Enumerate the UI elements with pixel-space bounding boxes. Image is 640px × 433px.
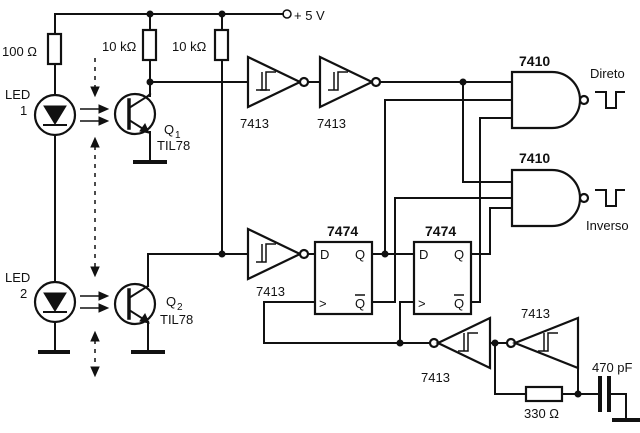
nand-gate-1-label: 7410: [519, 53, 550, 69]
supply-rail: [54, 9, 292, 35]
resistor-led1: [46, 32, 63, 66]
nand-gate-2: [510, 168, 590, 228]
flip-flop-2: [412, 240, 473, 316]
channel2-input-wires: [147, 59, 249, 258]
ff2-q-pin: Q: [454, 247, 464, 262]
q2-subscript: 2: [177, 302, 183, 313]
osc-buffer-2-label: 7413: [521, 306, 550, 321]
schmitt-buffer-2: [318, 55, 382, 109]
output-inverse-label: Inverso: [586, 218, 629, 233]
buffer-1-label: 7413: [240, 116, 269, 131]
ff2-qbar-wire: [470, 117, 513, 303]
phototransistor-q2: [113, 253, 165, 354]
supply-label: + 5 V: [294, 8, 325, 23]
schmitt-buffer-3: [246, 227, 310, 281]
ff1-d-pin: D: [320, 247, 329, 262]
schmitt-inverter-osc-2: [505, 316, 580, 370]
q2-name: Q: [166, 294, 176, 309]
ff1-clk-pin: >: [319, 296, 327, 311]
flip-flop-1: [313, 240, 374, 316]
resistor-q1: [141, 28, 158, 62]
resistor-q1-label: 10 kΩ: [102, 39, 137, 54]
resistor-q2: [213, 28, 230, 62]
output-waveform-direct: [595, 91, 625, 109]
ff1-to-ff2-wire: [371, 99, 513, 258]
resistor-osc-label: 330 Ω: [524, 406, 559, 421]
motion-arrow-middle: [90, 136, 100, 278]
ff2-clk-pin: >: [418, 296, 426, 311]
clock-wires: [263, 301, 431, 347]
ff1-q-pin: Q: [355, 247, 365, 262]
led-1: [33, 93, 77, 137]
ff2-d-pin: D: [419, 247, 428, 262]
q1-name: Q: [164, 122, 174, 137]
resistor-q2-label: 10 kΩ: [172, 39, 207, 54]
signal-bus-wire: [379, 78, 513, 183]
q1-subscript: 1: [175, 130, 181, 141]
q2-part: TIL78: [160, 312, 193, 327]
flip-flop-1-label: 7474: [327, 223, 358, 239]
q1-part: TIL78: [157, 138, 190, 153]
buffer-2-label: 7413: [317, 116, 346, 131]
led-2-number: 2: [20, 286, 27, 301]
led-2: [33, 280, 77, 324]
motion-arrow-bottom: [90, 330, 100, 378]
led-2-name: LED: [5, 270, 30, 285]
flip-flop-2-label: 7474: [425, 223, 456, 239]
buffer-3-label: 7413: [256, 284, 285, 299]
capacitor-osc: [598, 376, 640, 422]
ff1-qbar-pin: Q: [355, 296, 365, 311]
led-1-name: LED: [5, 87, 30, 102]
schmitt-buffer-1: [246, 55, 310, 109]
motion-arrow-top: [90, 58, 100, 98]
schmitt-inverter-osc-1: [428, 316, 492, 370]
ff2-qbar-pin: Q: [454, 296, 464, 311]
capacitor-osc-label: 470 pF: [592, 360, 633, 375]
resistor-led1-label: 100 Ω: [2, 44, 37, 59]
light-arrows-2: [80, 291, 110, 313]
nand-gate-2-label: 7410: [519, 150, 550, 166]
ff1-qbar-wire: [371, 197, 513, 303]
resistor-osc: [524, 385, 564, 403]
output-waveform-inverse: [595, 189, 625, 207]
light-arrows-1: [80, 104, 110, 126]
ff2-q-wire: [470, 207, 513, 255]
channel1-input-wires: [146, 78, 249, 86]
osc-buffer-1-label: 7413: [421, 370, 450, 385]
nand-gate-1: [510, 70, 590, 130]
led-1-number: 1: [20, 103, 27, 118]
output-direct-label: Direto: [590, 66, 625, 81]
phototransistor-q1: [113, 59, 167, 164]
led-column-wires: [38, 63, 70, 354]
